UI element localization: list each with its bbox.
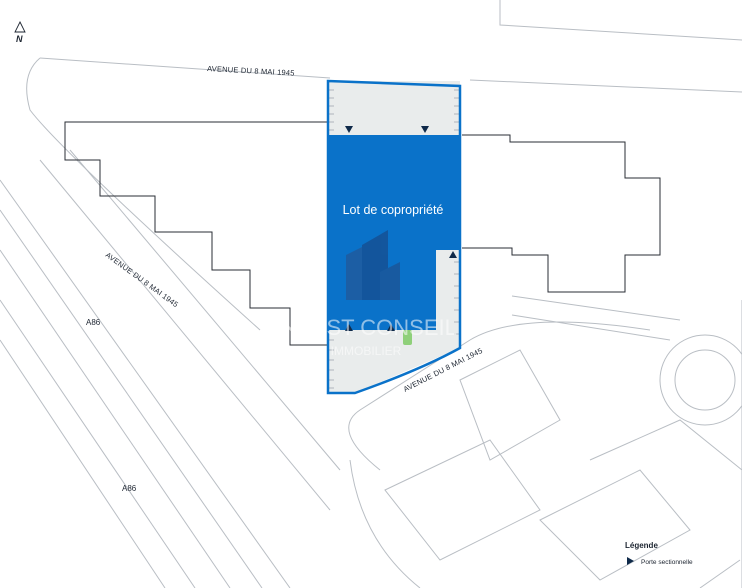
avenue-left-middle-edge [69,149,341,471]
top-right-road-edge [499,0,742,41]
highway-label-lower: A86 [122,484,137,493]
avenue-bottom-inner-edge [348,321,651,471]
highway-a86-edge-3 [0,249,231,588]
side-road-edge-2 [511,314,671,341]
right-lower-road [589,419,742,471]
legend: Légende Porte sectionnelle [625,541,693,566]
left-stepped-building [64,121,327,346]
lower-building-1 [459,349,561,461]
legend-item-label: Porte sectionnelle [641,559,693,566]
sectional-door-icon [449,251,457,258]
sectional-door-icon [345,324,353,331]
lot-label: Lot de copropriété [343,203,444,217]
watermark-line2: IMMOBILIER [331,344,402,358]
highway-a86-edge-4 [0,299,196,588]
corner-road [699,559,741,588]
watermark-line1: INVEST CONSEIL [275,315,457,340]
sectional-door-markers [345,126,457,331]
building-outlines [64,121,661,346]
lot-boundary-outline [326,79,462,395]
side-road-edge-1 [511,295,681,321]
parking-ticks [328,89,460,389]
sectional-door-icon [421,126,429,133]
sectional-door-icon [345,126,353,133]
north-arrow-icon [14,20,26,33]
highway-a86-edge-1 [0,179,291,588]
avenue-left-inner-edge [39,159,331,511]
north-label: N [16,34,23,44]
avenue-left-label: AVENUE DU 8 MAI 1945 [104,250,180,309]
lower-building-3 [539,469,691,581]
legend-title: Légende [625,541,658,550]
highway-a86-edge-5 [0,339,166,588]
roundabout-inner [674,349,736,411]
right-stepped-building [462,134,661,293]
highway-a86-edge-2 [0,209,263,588]
watermark-logo [346,230,400,300]
sectional-door-icon [387,324,395,331]
navy-triangle-icon [627,557,634,565]
avenue-top-outer-edge [39,57,331,79]
roundabout-outer [659,334,742,426]
green-marker [403,330,412,345]
lower-road-edge [349,459,421,588]
lower-building-2 [384,439,541,561]
north-arrow: N [14,20,26,44]
avenue-left-outer-edge [26,57,261,331]
lot-courtyard-bottom [328,250,460,393]
avenue-top-right-edge [469,79,742,93]
avenue-top-label: AVENUE DU 8 MAI 1945 [207,64,295,78]
highway-label-upper: A86 [86,318,101,327]
